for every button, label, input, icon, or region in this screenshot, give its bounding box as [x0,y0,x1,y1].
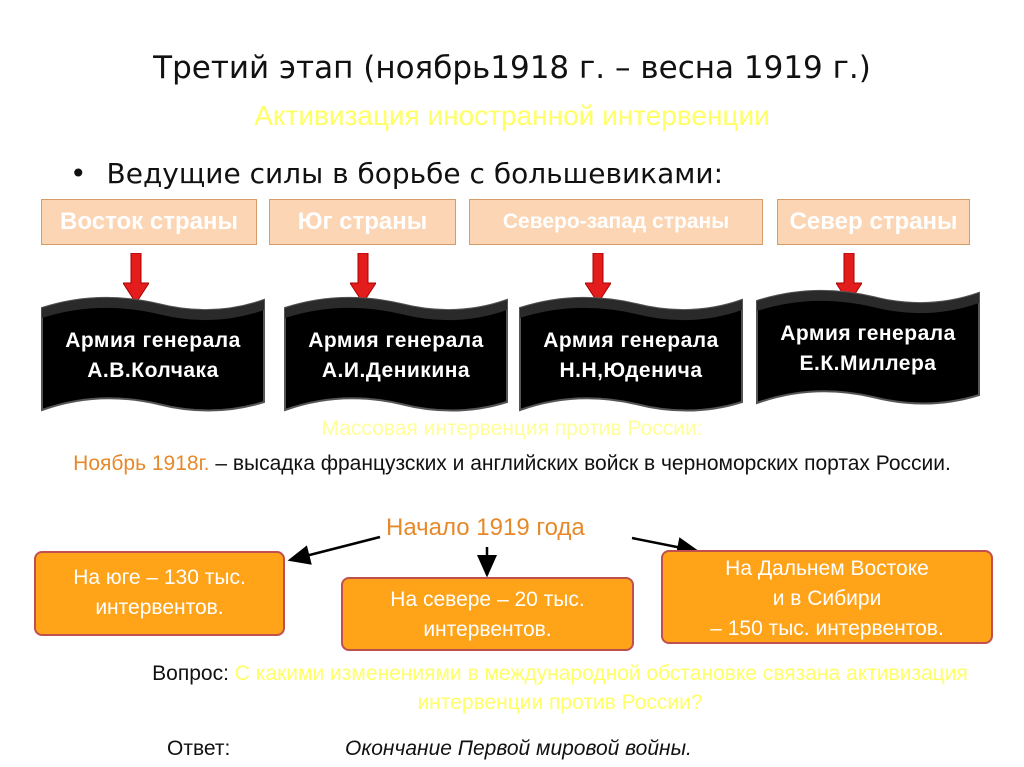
answer-label: Ответ: [167,737,231,760]
box-far-east: На Дальнем Востоке и в Сибири – 150 тыс.… [661,550,993,644]
start-1919-label: Начало 1919 года [386,514,585,541]
november-description: – высадка французских и английских войск… [209,452,951,475]
box-north: На севере – 20 тыс. интервентов. [341,577,634,651]
slide-subtitle: Активизация иностранной интервенции [254,100,770,131]
box-line: и в Сибири [772,587,882,610]
box-line: интервентов. [423,618,552,641]
region-northwest: Северо-запад страны [469,199,763,245]
mass-intervention-heading: Массовая интервенция против России: [321,417,703,440]
box-line: интервентов. [95,596,224,619]
region-north: Север страны [777,199,970,245]
slide-title: Третий этап (ноябрь1918 г. – весна 1919 … [153,50,871,86]
army-general-name: А.И.Деникина [321,359,471,382]
arrow-to-south [287,535,381,565]
question-text: С какими изменениями в международной обс… [228,662,968,714]
army-general-name: Н.Н,Юденича [559,359,703,382]
box-line: На севере – 20 тыс. [390,588,585,611]
scroll-banner-shape [41,296,265,412]
box-line: – 150 тыс. интервентов. [710,617,944,640]
army-line1: Армия генерала [65,329,241,352]
bullet-line: • Ведущие силы в борьбе с большевиками: [70,157,723,190]
scroll-banner-shape [284,296,508,412]
bullet-text: Ведущие силы в борьбе с большевиками: [106,157,724,190]
red-down-arrow-icon [123,253,149,303]
question-block: Вопрос: С какими изменениями в междунаро… [120,659,1000,717]
box-south: На юге – 130 тыс. интервентов. [34,551,285,636]
army-general-name: А.В.Колчака [87,359,219,382]
army-miller: Армия генерала Е.К.Миллера [752,283,984,413]
army-line1: Армия генерала [543,329,719,352]
army-yudenich: Армия генерала Н.Н,Юденича [516,290,746,420]
region-south: Юг страны [269,199,456,245]
army-denikin: Армия генерала А.И.Деникина [281,290,511,420]
army-general-name: Е.К.Миллера [799,352,937,375]
army-line1: Армия генерала [308,329,484,352]
box-line: На Дальнем Востоке [725,557,929,580]
scroll-banner-shape [519,296,743,412]
army-line1: Армия генерала [780,322,956,345]
november-landing-text: Ноябрь 1918г. – высадка французских и ан… [42,449,982,478]
bullet-dot: • [70,157,87,190]
red-down-arrow-icon [350,253,376,303]
army-kolchak: Армия генерала А.В.Колчака [38,290,268,420]
november-date: Ноябрь 1918г. [73,452,210,475]
region-east: Восток страны [41,199,257,245]
box-line: На юге – 130 тыс. [73,566,246,589]
question-label: Вопрос: [152,662,229,685]
scroll-banner-shape [756,289,980,405]
answer-text: Окончание Первой мировой войны. [345,737,692,760]
red-down-arrow-icon [585,253,611,303]
